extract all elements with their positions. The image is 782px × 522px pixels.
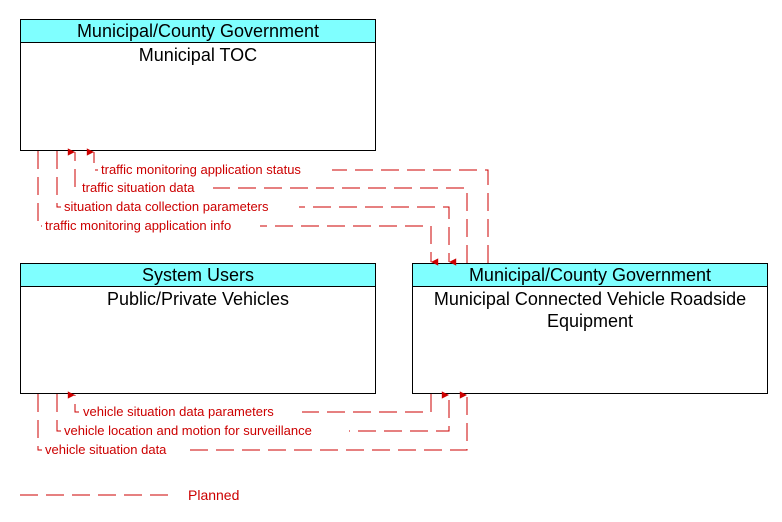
municipal-toc-name: Municipal TOC: [138, 45, 258, 65]
rse-box[interactable]: Municipal/County Government Municipal Co…: [412, 263, 768, 394]
rse-stakeholder: Municipal/County Government: [413, 264, 767, 287]
municipal-toc-box[interactable]: Municipal/County Government Municipal TO…: [20, 19, 376, 151]
flow-line-vehicle-situation-data: [37, 391, 468, 451]
flow-label-situation-collection-params: situation data collection parameters: [64, 199, 269, 214]
public-vehicles-name: Public/Private Vehicles: [106, 289, 290, 309]
municipal-toc-stakeholder: Municipal/County Government: [21, 20, 375, 43]
flow-line-vehicle-location-motion: [56, 391, 450, 432]
flow-label-vehicle-situation-data: vehicle situation data: [45, 442, 167, 457]
flow-label-traffic-monitoring-info: traffic monitoring application info: [45, 218, 231, 233]
rse-name: Municipal Connected Vehicle Roadside Equ…: [413, 287, 767, 332]
rse-name-line2: Equipment: [546, 311, 634, 331]
flow-label-vehicle-situation-params: vehicle situation data parameters: [83, 404, 274, 419]
flow-line-traffic-situation-data: [67, 148, 468, 263]
public-vehicles-box[interactable]: System Users Public/Private Vehicles: [20, 263, 376, 394]
legend-label: Planned: [188, 487, 239, 503]
rse-name-line1: Municipal Connected Vehicle Roadside: [433, 289, 747, 309]
flow-label-vehicle-location-motion: vehicle location and motion for surveill…: [64, 423, 312, 438]
flow-label-traffic-situation-data: traffic situation data: [82, 180, 195, 195]
public-vehicles-stakeholder: System Users: [21, 264, 375, 287]
flow-label-traffic-monitoring-status: traffic monitoring application status: [101, 162, 301, 177]
